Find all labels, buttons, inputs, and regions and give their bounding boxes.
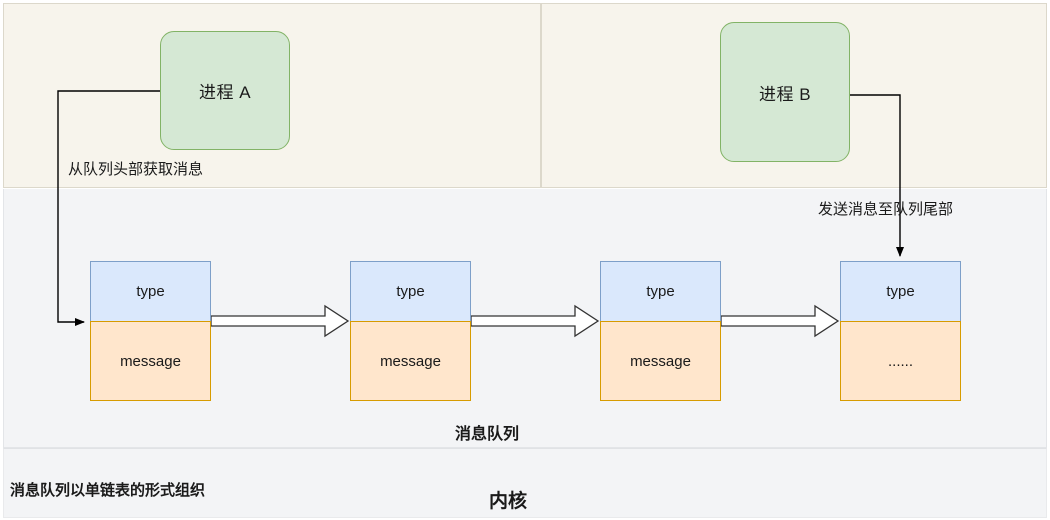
queue-node-1-type: type	[90, 261, 211, 321]
queue-node-4-message: ......	[840, 321, 961, 401]
queue-node-3-message: message	[600, 321, 721, 401]
queue-node-2-type: type	[350, 261, 471, 321]
queue-node-3-type: type	[600, 261, 721, 321]
process-b-label: 进程 B	[758, 84, 812, 104]
queue-node-1[interactable]: type message	[90, 261, 211, 401]
process-a-box[interactable]: 进程 A	[160, 31, 290, 150]
queue-node-4-type: type	[840, 261, 961, 321]
queue-node-1-message: message	[90, 321, 211, 401]
label-fetch-from-head: 从队列头部获取消息	[68, 161, 204, 178]
queue-node-4[interactable]: type ......	[840, 261, 961, 401]
queue-node-2-message: message	[350, 321, 471, 401]
label-queue-structure-note: 消息队列以单链表的形式组织	[10, 482, 206, 499]
queue-node-2[interactable]: type message	[350, 261, 471, 401]
queue-node-3[interactable]: type message	[600, 261, 721, 401]
footer-panel	[3, 448, 1047, 518]
label-send-to-tail: 发送消息至队列尾部	[818, 201, 954, 218]
process-b-box[interactable]: 进程 B	[720, 22, 850, 162]
label-message-queue: 消息队列	[455, 426, 520, 443]
label-kernel: 内核	[489, 491, 528, 512]
process-a-label: 进程 A	[198, 83, 252, 102]
